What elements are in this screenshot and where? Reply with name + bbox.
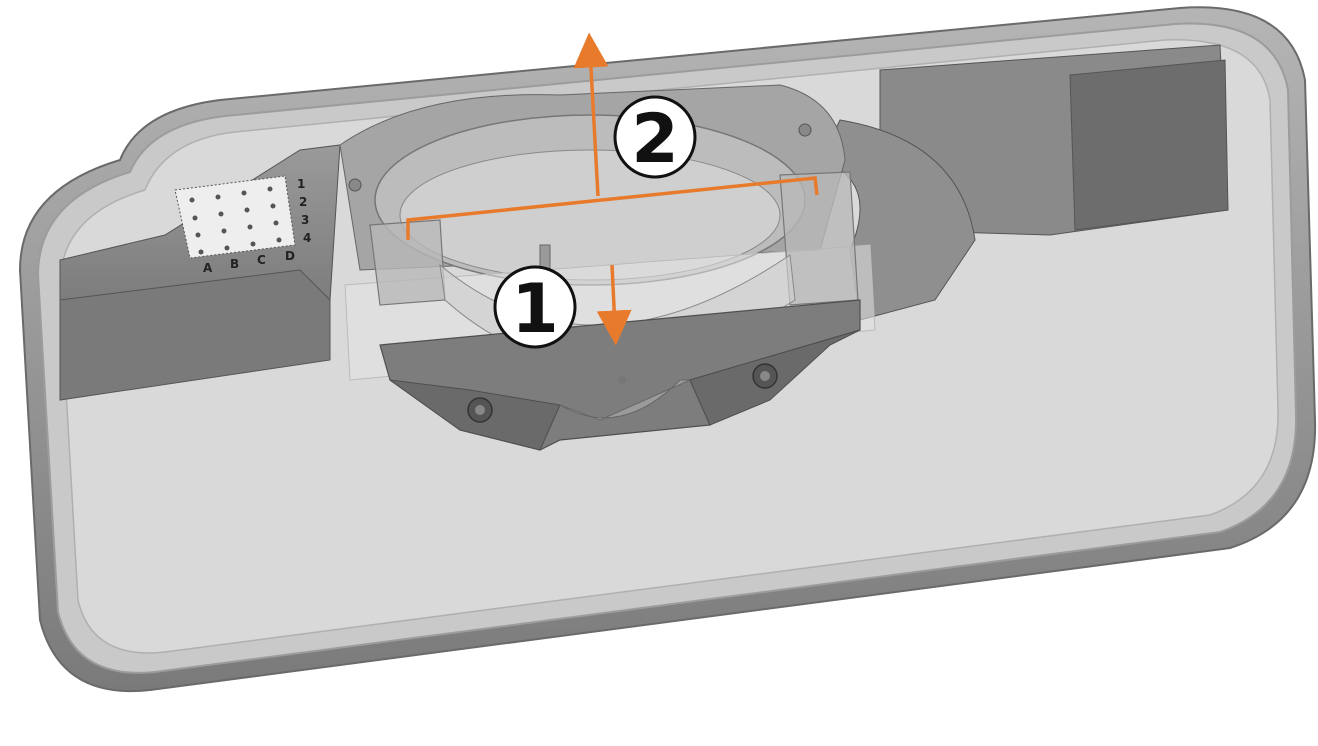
mechanism-body (59, 44, 1229, 401)
step-1-callout: 1 (493, 265, 577, 349)
step-2-number: 2 (631, 100, 678, 179)
grid-col-c: C (257, 253, 266, 267)
grid-row-4: 4 (303, 231, 311, 245)
grid-row-2: 2 (299, 195, 307, 209)
step-1-number: 1 (511, 270, 558, 349)
dot-grid (189, 186, 282, 255)
grid-col-a: A (203, 261, 213, 275)
arrow-down-step-1 (596, 264, 632, 346)
grid-row-3: 3 (301, 213, 309, 227)
step-2-circle (613, 95, 697, 179)
lift-bracket-line (406, 176, 819, 240)
grid-row-1: 1 (297, 177, 305, 191)
orange-annotations (406, 32, 819, 346)
arrow-up-step-2 (573, 32, 609, 197)
grid-col-b: B (230, 257, 239, 271)
step-2-callout: 2 (613, 95, 697, 179)
step-1-circle (493, 265, 577, 349)
grid-col-d: D (285, 249, 295, 263)
dot-grid-plate: A B C D 1 2 3 4 (174, 175, 311, 275)
